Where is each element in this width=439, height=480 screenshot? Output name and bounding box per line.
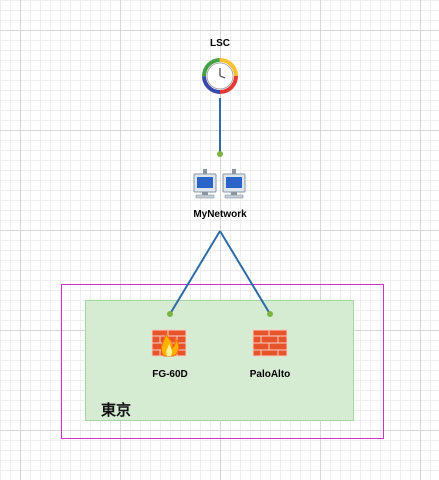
node-label-mynetwork: MyNetwork <box>193 209 247 220</box>
firewall-flame-icon[interactable] <box>151 329 187 357</box>
region-label: 東京 <box>101 401 132 419</box>
connector-dot-paloalto[interactable] <box>267 311 273 317</box>
clock-icon[interactable] <box>202 58 238 94</box>
connector-dot-mynetwork[interactable] <box>217 151 223 157</box>
network-computers-icon[interactable] <box>193 169 246 199</box>
node-label-lsc: LSC <box>210 38 230 49</box>
firewall-icon[interactable] <box>252 329 288 357</box>
region-tokyo[interactable] <box>85 300 354 421</box>
link-mynetwork-fg60d[interactable] <box>169 230 221 315</box>
region-outer-border[interactable] <box>61 284 384 439</box>
node-label-paloalto: PaloAlto <box>249 369 291 380</box>
node-label-fg60d: FG-60D <box>152 369 188 380</box>
link-mynetwork-paloalto[interactable] <box>219 230 271 315</box>
connector-dot-fg60d[interactable] <box>167 311 173 317</box>
